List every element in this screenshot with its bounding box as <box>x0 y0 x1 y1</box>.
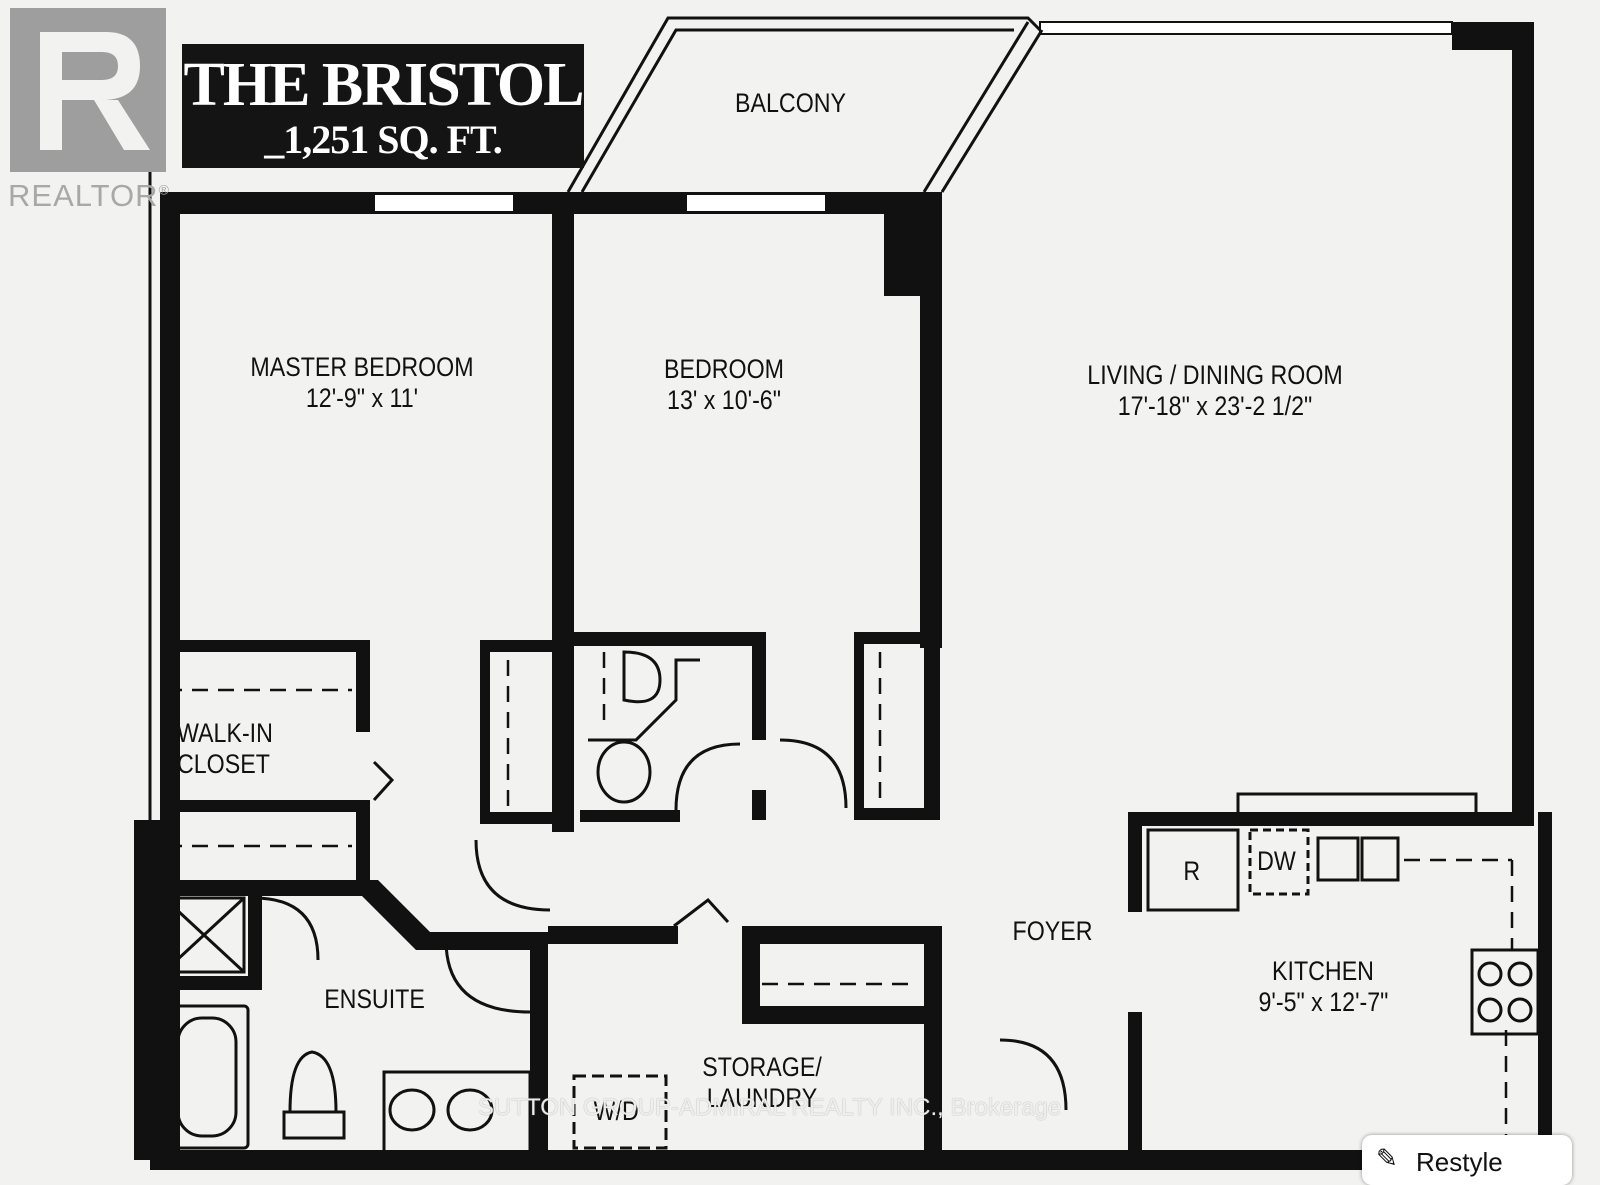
wall <box>162 800 368 812</box>
wall <box>1512 22 1534 812</box>
stove-fixture <box>1470 948 1540 1036</box>
brokerage-watermark: SUTTON GROUP-ADMIRAL REALTY INC., Broker… <box>478 1094 1062 1121</box>
wall <box>1538 812 1552 1152</box>
door-swing <box>674 742 741 811</box>
dishwasher-box <box>1248 828 1310 896</box>
bathtub-fixture <box>164 1004 250 1150</box>
window <box>373 193 515 213</box>
living-dining-label: LIVING / DINING ROOM 17'-18" x 23'-2 1/2… <box>1082 360 1349 422</box>
bedroom-label: BEDROOM 13' x 10'-6" <box>660 354 787 416</box>
wall <box>134 820 162 1160</box>
storage-laundry-label: STORAGE/ LAUNDRY <box>702 1052 822 1113</box>
bedroom-name: BEDROOM <box>664 354 784 384</box>
window <box>685 193 827 213</box>
wall <box>580 810 680 822</box>
wall <box>924 926 942 1162</box>
master-bedroom-name: MASTER BEDROOM <box>250 352 474 382</box>
wall <box>360 880 430 950</box>
wall <box>854 632 930 644</box>
door-swing <box>474 839 551 912</box>
plan-title: THE BRISTOL <box>183 51 585 119</box>
door-swing <box>779 738 848 809</box>
sink-fixture <box>446 1088 494 1132</box>
restyle-button[interactable]: ✎ Restyle <box>1362 1135 1572 1185</box>
wall <box>742 1006 942 1024</box>
balcony-label: BALCONY <box>735 88 847 118</box>
vanity-counter <box>382 1070 532 1154</box>
wall <box>552 192 574 832</box>
kitchen-size: 9'-5" x 12'-7" <box>1258 987 1389 1017</box>
kitchen-name: KITCHEN <box>1272 956 1374 986</box>
ensuite-label: ENSUITE <box>324 984 425 1014</box>
wall <box>1128 1012 1142 1162</box>
wall <box>548 926 678 944</box>
balcony-railing <box>566 16 1042 193</box>
wall <box>924 560 940 820</box>
sparkle-pen-icon: ✎ <box>1376 1143 1398 1173</box>
wall <box>752 632 766 740</box>
wall <box>854 632 864 818</box>
wall <box>1128 812 1142 912</box>
shower-fixture <box>162 896 246 974</box>
wall <box>742 926 942 944</box>
dishwasher-label: DW <box>1257 846 1296 876</box>
plan-title-box: THE BRISTOL _1,251 SQ. FT. <box>182 44 584 168</box>
realtor-logo-text: REALTOR® <box>8 178 170 213</box>
wall <box>480 640 560 652</box>
door-swing <box>444 939 531 1014</box>
wall <box>160 976 260 990</box>
wall <box>160 192 180 1162</box>
balcony-wall <box>940 29 1044 193</box>
bedroom-size: 13' x 10'-6" <box>667 385 781 415</box>
balcony-railing <box>580 28 1014 193</box>
sink-fixture <box>596 740 652 804</box>
washer-dryer-box <box>572 1074 668 1150</box>
wall <box>530 932 548 1162</box>
wall <box>248 880 262 990</box>
walk-in-closet-label: WALK-IN CLOSET <box>177 718 273 779</box>
wall <box>574 632 764 646</box>
living-dining-size: 17'-18" x 23'-2 1/2" <box>1117 391 1313 421</box>
wall <box>150 1150 1370 1170</box>
wall <box>160 880 372 896</box>
wall <box>356 800 370 880</box>
toilet-fixture <box>622 650 662 704</box>
wall <box>416 932 546 950</box>
toilet-fixture <box>288 1050 338 1114</box>
refrigerator-label: R <box>1183 856 1201 886</box>
master-bedroom-label: MASTER BEDROOM 12'-9" x 11' <box>247 352 477 414</box>
wall <box>854 808 934 820</box>
master-bedroom-size: 12'-9" x 11' <box>305 383 419 413</box>
wall <box>162 640 368 652</box>
kitchen-counter <box>1236 792 1478 816</box>
sink-fixture <box>388 1088 436 1132</box>
window <box>1039 21 1453 35</box>
wall <box>920 192 942 648</box>
restyle-button-label: Restyle <box>1416 1147 1503 1177</box>
door-swing <box>253 896 320 961</box>
wall <box>742 926 760 1016</box>
living-dining-name: LIVING / DINING ROOM <box>1087 360 1343 390</box>
wall <box>480 812 560 824</box>
washer-dryer-label: W/D <box>593 1096 639 1126</box>
wall <box>480 640 490 824</box>
kitchen-label: KITCHEN 9'-5" x 12'-7" <box>1258 956 1389 1018</box>
wall <box>356 640 370 732</box>
plan-area: _1,251 SQ. FT. <box>264 117 503 162</box>
door-swing <box>999 1038 1068 1111</box>
realtor-r-icon <box>10 8 166 172</box>
refrigerator-box <box>1146 828 1240 912</box>
foyer-label: FOYER <box>1012 916 1093 946</box>
wall <box>752 790 766 820</box>
balcony-wall <box>922 21 1030 193</box>
